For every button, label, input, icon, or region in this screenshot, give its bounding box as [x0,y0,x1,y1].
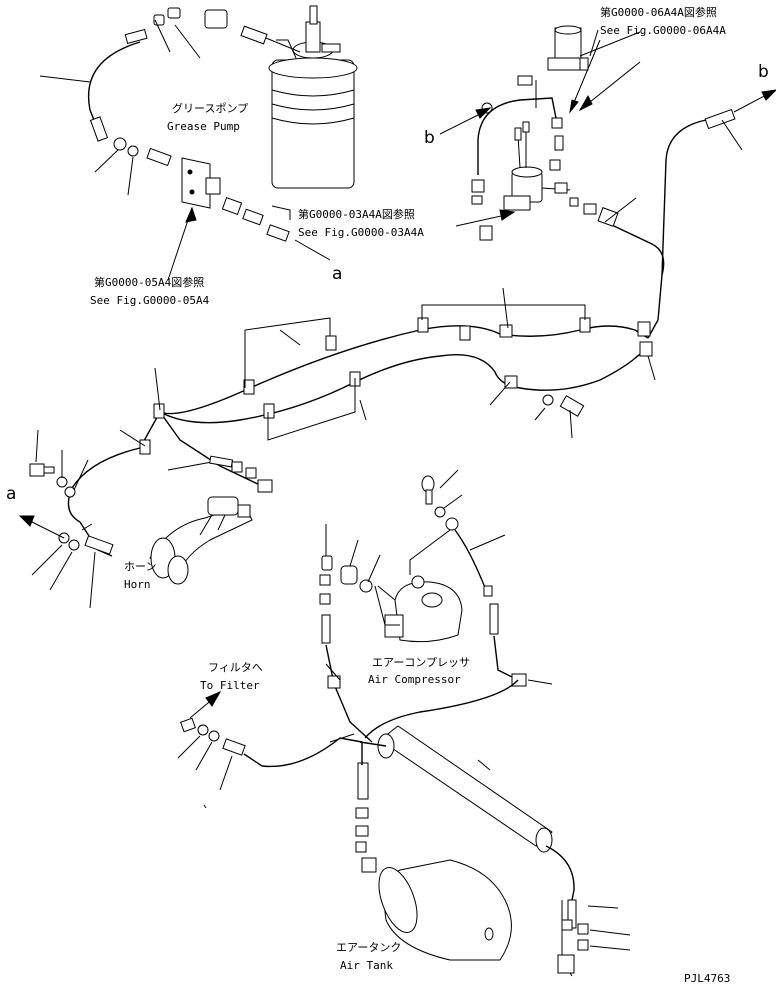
tank-fittings [355,742,377,873]
grease-pump [268,5,358,189]
long-pipe [359,725,631,977]
air-tank-label-en: Air Tank [340,959,393,972]
air-compressor-label-en: Air Compressor [368,673,461,686]
air-compressor-label-jp: エアーコンプレッサ [372,656,471,669]
callout-b-left: b [424,128,435,148]
callout-b-right: b [758,62,769,82]
air-tank [378,859,512,961]
callout-arrows [455,209,516,227]
grease-pump-piping [39,7,331,281]
ref-03a4a-jp: 第G0000-03A4A図参照 [298,208,415,221]
ref-06a4a-jp: 第G0000-06A4A図参照 [600,6,717,19]
ref-03a4a-en: See Fig.G0000-03A4A [298,226,424,239]
callout-a-top: a [332,264,343,284]
ref-05a4-en: See Fig.G0000-05A4 [90,294,210,307]
air-compressor [319,469,553,743]
valve-group [439,25,776,321]
horn-label-jp: ホーン [124,560,157,573]
horn-label-en: Horn [124,578,151,591]
grease-pump-label-en: Grease Pump [167,120,240,133]
callout-a-left: a [6,484,17,504]
drawing-number: PJL4763 [684,972,731,985]
middle-piping [67,287,659,523]
to-filter-label-en: To Filter [200,679,260,692]
grease-pump-label-jp: グリースポンプ [172,102,249,115]
horn [149,496,253,585]
to-filter-piping [177,690,363,809]
left-fittings [18,429,114,609]
to-filter-label-jp: フィルタへ [208,661,263,674]
ref-05a4-jp: 第G0000-05A4図参照 [94,276,205,289]
air-tank-label-jp: エアータンク [336,941,402,954]
ref-06a4a-en: See Fig.G0000-06A4A [600,24,726,37]
